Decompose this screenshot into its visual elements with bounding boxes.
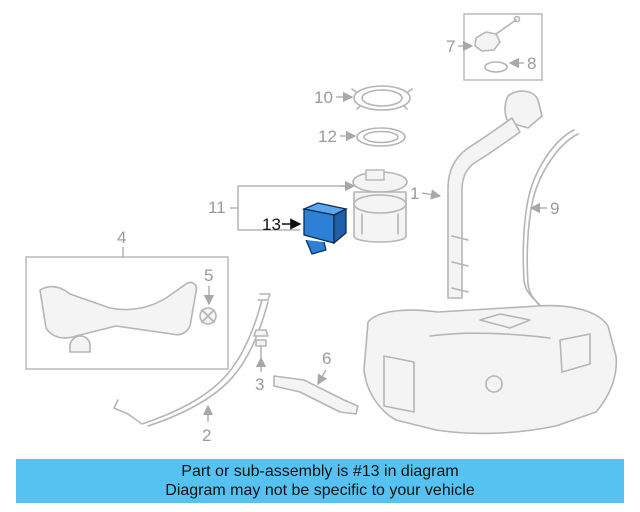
seal-ring bbox=[356, 127, 406, 147]
callout-11: 11 bbox=[208, 198, 226, 217]
callout-5: 5 bbox=[204, 266, 213, 285]
callout-7: 7 bbox=[446, 37, 455, 56]
fuel-tank bbox=[363, 304, 618, 435]
callout-8: 8 bbox=[527, 54, 536, 73]
clip bbox=[199, 307, 217, 325]
info-banner: Part or sub-assembly is #13 in diagram D… bbox=[16, 459, 624, 503]
bracket-6 bbox=[273, 375, 359, 415]
banner-line-1: Part or sub-assembly is #13 in diagram bbox=[181, 463, 459, 480]
callout-13: 13 bbox=[262, 215, 281, 234]
fuel-pump-module bbox=[352, 169, 408, 243]
callout-2: 2 bbox=[202, 426, 211, 445]
tank-strap bbox=[113, 293, 271, 427]
bracket-part-13 bbox=[301, 202, 348, 255]
callout-1: 1 bbox=[410, 184, 419, 203]
heat-shield-inset bbox=[25, 256, 229, 370]
callout-12: 12 bbox=[318, 127, 337, 146]
filler-cap-inset bbox=[463, 13, 543, 81]
parts-diagram: 7 8 10 12 11 13 1 bbox=[25, 13, 618, 445]
banner-line-2: Diagram may not be specific to your vehi… bbox=[165, 482, 475, 499]
callout-10: 10 bbox=[314, 88, 333, 107]
lock-ring bbox=[351, 85, 413, 111]
callout-9: 9 bbox=[550, 199, 559, 218]
bolt bbox=[253, 329, 269, 365]
callout-6: 6 bbox=[322, 349, 331, 368]
callout-3: 3 bbox=[255, 375, 264, 394]
callout-4: 4 bbox=[117, 228, 126, 247]
filler-neck bbox=[447, 90, 543, 299]
